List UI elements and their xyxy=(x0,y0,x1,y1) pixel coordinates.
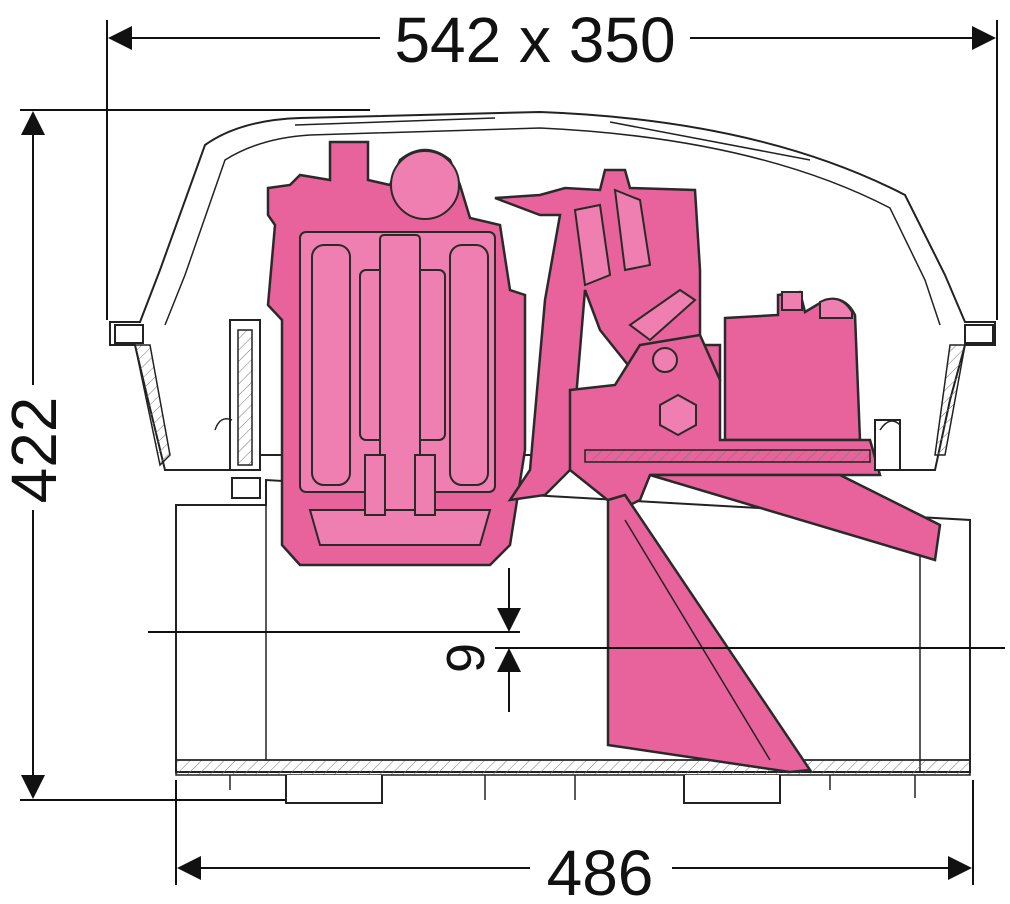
dimension-label-top: 542 x 350 xyxy=(394,4,675,76)
dimension-label-bottom: 486 xyxy=(547,837,654,904)
dimension-bottom: 486 xyxy=(175,780,974,904)
dimension-label-height: 422 xyxy=(0,397,70,504)
pump-motor-assembly xyxy=(266,140,527,567)
control-box xyxy=(723,290,862,442)
dimension-label-offset: 9 xyxy=(436,643,496,673)
dimension-offset: 9 xyxy=(148,568,1005,712)
discharge-pipe xyxy=(606,473,942,774)
dimension-top: 542 x 350 xyxy=(106,4,998,320)
dimension-height: 422 xyxy=(0,109,370,801)
inlet-channel xyxy=(494,168,722,502)
side-clamps xyxy=(214,319,901,499)
